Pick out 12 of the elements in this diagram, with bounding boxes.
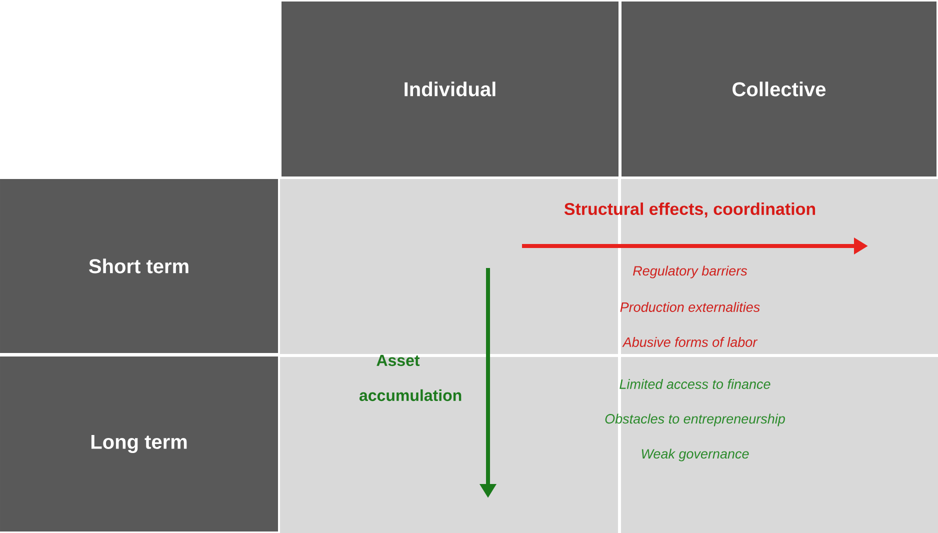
label: Production externalities [620,302,760,312]
header-cell: Individual [282,2,618,176]
label: Limited access to finance [620,379,770,389]
header-cell: Long term [0,356,278,532]
label: Abusive forms of labor [622,337,758,347]
label: Obstacles to entrepreneurship [605,414,785,426]
label: Regulatory barriers [633,266,748,278]
label: Asset accumulation [359,354,462,402]
header-cell: Collective [622,2,936,176]
label: Structural effects, coordination [564,202,816,218]
label: Weak governance [642,448,749,462]
header-cell: Short term [0,179,278,353]
